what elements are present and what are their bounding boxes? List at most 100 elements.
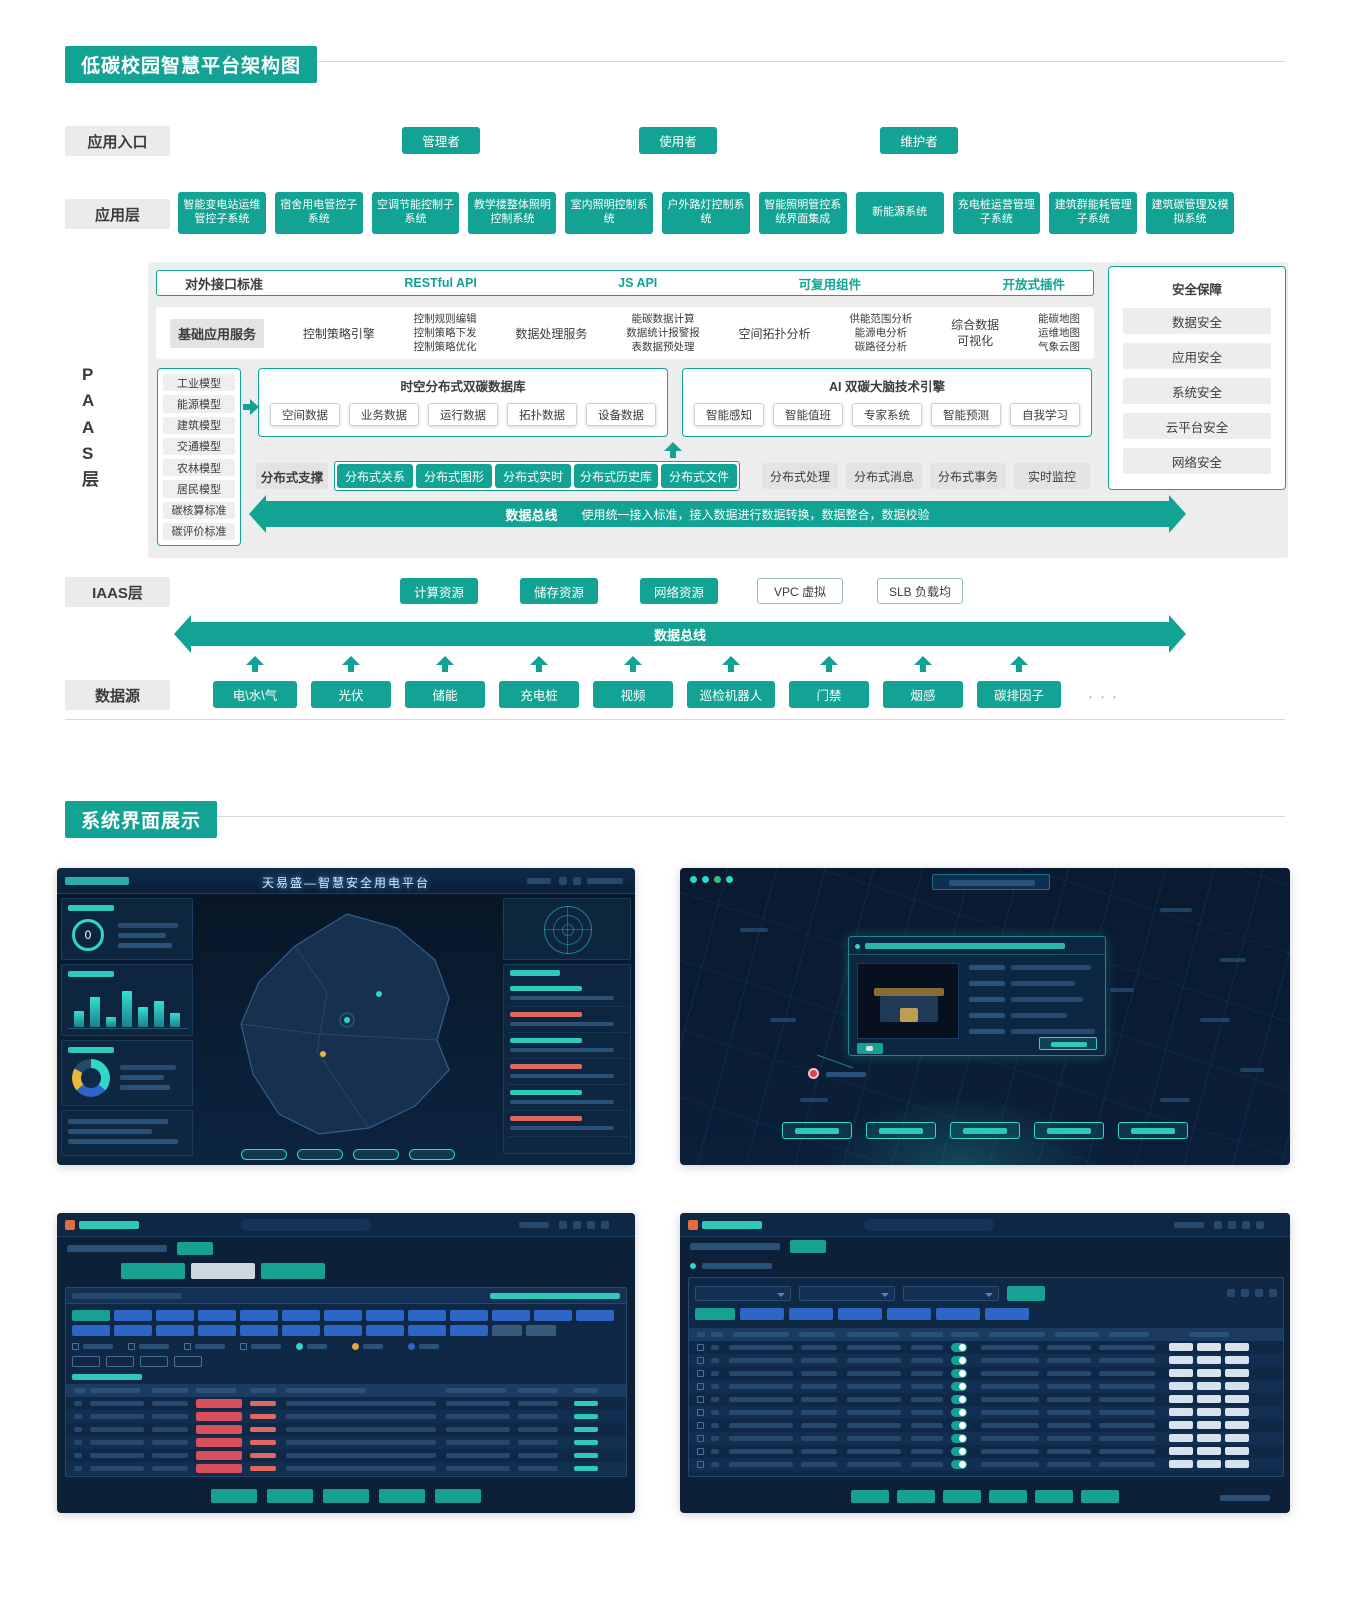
col-header <box>446 1388 506 1393</box>
popup-title-placeholder <box>865 943 1065 949</box>
alarm-text-placeholder <box>250 1453 276 1458</box>
pill-button-placeholder <box>297 1149 343 1160</box>
pill-button-placeholder <box>950 1122 1020 1139</box>
cell-placeholder <box>729 1449 793 1454</box>
label-placeholder <box>139 1344 169 1349</box>
node-open-plugins: 开放式插件 <box>1002 277 1065 292</box>
alert-title-placeholder <box>510 1064 582 1069</box>
security-items: 数据安全 应用安全 系统安全 云平台安全 网络安全 <box>1109 308 1285 474</box>
node-source: 储能 <box>405 681 485 708</box>
back-button <box>177 1242 213 1255</box>
alarm-text-placeholder <box>250 1401 276 1406</box>
row-checkbox <box>697 1435 704 1442</box>
bottom-button-placeholder <box>1035 1490 1073 1503</box>
row-checkbox <box>697 1461 704 1468</box>
section-dot-icon <box>690 1263 696 1269</box>
col-header <box>989 1332 1045 1337</box>
map-label-placeholder <box>1200 1018 1230 1022</box>
col-header <box>1109 1332 1149 1337</box>
node-ai-item: 智能值班 <box>773 403 843 426</box>
cell-placeholder <box>1047 1462 1091 1467</box>
bar <box>138 1007 148 1027</box>
node-ai-item: 智能预测 <box>931 403 1001 426</box>
cell-placeholder <box>1099 1462 1155 1467</box>
donut-panel <box>61 1040 193 1106</box>
action-link-placeholder <box>574 1453 598 1458</box>
cell-placeholder <box>911 1449 943 1454</box>
arrow-up-icon <box>664 442 682 459</box>
table-row <box>689 1341 1283 1354</box>
cell-placeholder <box>74 1440 82 1445</box>
alert-item <box>508 1111 628 1137</box>
text-line: 能碳数据计算 <box>631 312 695 325</box>
breadcrumb <box>690 1243 780 1250</box>
cell-placeholder <box>911 1397 943 1402</box>
legend-dot <box>352 1343 359 1350</box>
logo <box>65 877 129 885</box>
checkbox <box>240 1343 247 1350</box>
field-value-placeholder <box>1011 1029 1095 1034</box>
col-header <box>1055 1332 1099 1337</box>
camera-icon <box>866 1046 873 1051</box>
filter-button-row <box>72 1310 614 1321</box>
ai-box-title: AI 双碳大脑技术引擎 <box>829 380 945 394</box>
text-placeholder <box>68 1129 152 1134</box>
cell-placeholder <box>847 1371 901 1376</box>
filter-button-placeholder <box>72 1325 110 1336</box>
field-label-placeholder <box>969 1029 1005 1034</box>
section1-title-badge: 低碳校园智慧平台架构图 <box>65 46 318 83</box>
alert-text-placeholder <box>510 1126 614 1130</box>
toggle-switch <box>951 1382 967 1391</box>
cell-placeholder <box>847 1384 901 1389</box>
small-button-placeholder <box>106 1356 134 1367</box>
filter-button-placeholder <box>282 1325 320 1336</box>
popup-detail-button <box>1039 1037 1097 1050</box>
date-range-placeholder <box>490 1293 620 1299</box>
col-header <box>951 1332 979 1337</box>
text-placeholder <box>118 923 178 928</box>
table-row <box>689 1419 1283 1432</box>
cell-placeholder <box>729 1345 793 1350</box>
node-vpc: VPC 虚拟 <box>757 578 843 604</box>
table-header <box>66 1384 626 1397</box>
field-value-placeholder <box>1011 1013 1067 1018</box>
cell-placeholder <box>711 1345 719 1350</box>
col-header <box>250 1388 276 1393</box>
col-header <box>847 1332 899 1337</box>
cell-placeholder <box>1047 1436 1091 1441</box>
node-app-subsystem: 智能照明管控系统界面集成 <box>758 192 847 234</box>
row-action-button <box>1197 1356 1221 1364</box>
cell-placeholder <box>518 1440 558 1445</box>
table-row <box>689 1445 1283 1458</box>
cell-placeholder <box>847 1449 901 1454</box>
node-model: 交通模型 <box>163 437 235 455</box>
alert-item <box>508 981 628 1007</box>
button-text-placeholder <box>795 1127 839 1134</box>
field-label-placeholder <box>969 965 1005 970</box>
alarm-badge <box>196 1412 242 1421</box>
axis-line <box>68 1028 188 1029</box>
bottom-button-row <box>57 1489 635 1503</box>
tab-placeholder <box>121 1263 185 1279</box>
legend-row <box>72 1342 452 1351</box>
bottom-button-placeholder <box>211 1489 257 1503</box>
legend-dot-item <box>296 1342 340 1351</box>
donut-chart <box>72 1059 110 1097</box>
cell-placeholder <box>1047 1449 1091 1454</box>
node-source: 巡检机器人 <box>687 681 775 708</box>
cell-placeholder <box>1099 1384 1155 1389</box>
cell-placeholder <box>729 1371 793 1376</box>
bottom-button-row <box>197 1149 499 1160</box>
alert-text-placeholder <box>510 1100 614 1104</box>
radar-crosshair <box>567 906 568 954</box>
cell-placeholder <box>981 1397 1039 1402</box>
alert-item <box>508 1085 628 1111</box>
bus-desc: 使用统一接入标准，接入数据进行数据转换，数据整合，数据校验 <box>581 507 930 522</box>
field-value-placeholder <box>1011 965 1091 970</box>
cell-placeholder <box>729 1410 793 1415</box>
row-action-button <box>1197 1382 1221 1390</box>
security-panel: 安全保障 数据安全 应用安全 系统安全 云平台安全 网络安全 <box>1108 266 1286 490</box>
cell-placeholder <box>90 1414 144 1419</box>
bottom-button-placeholder <box>851 1490 889 1503</box>
col-header <box>911 1332 943 1337</box>
